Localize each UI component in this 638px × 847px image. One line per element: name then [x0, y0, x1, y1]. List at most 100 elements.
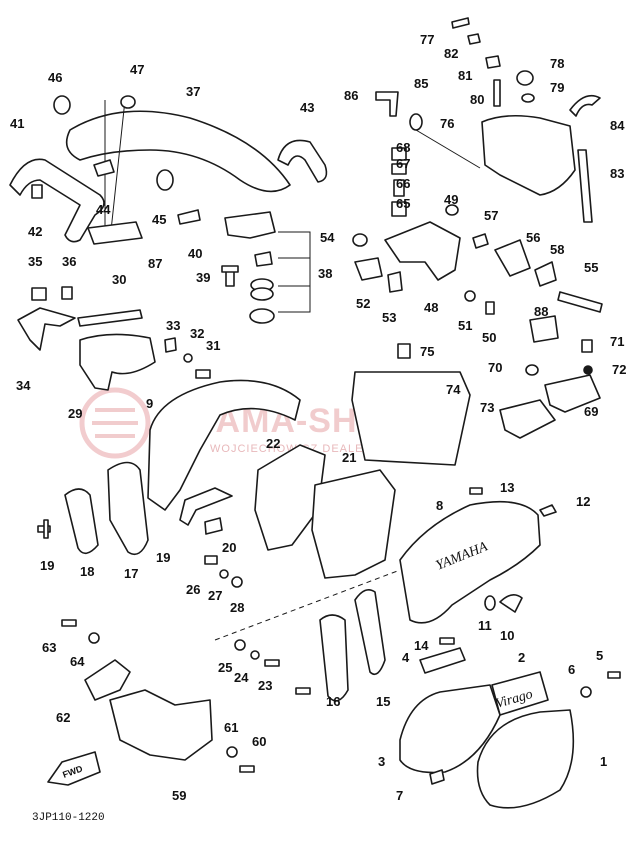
callout-39: 39: [196, 270, 210, 285]
part-71-grommet: [525, 364, 539, 376]
callout-52: 52: [356, 296, 370, 311]
part-24-bolt: [264, 659, 280, 667]
callout-34: 34: [16, 378, 31, 393]
part-6-washer: [580, 686, 592, 698]
callout-26: 26: [186, 582, 200, 597]
part-84-hose: [577, 149, 593, 223]
part-39-damper-set: [224, 211, 311, 324]
part-52-washer: [464, 290, 476, 302]
callout-40: 40: [188, 246, 202, 261]
part-21-spacer: [204, 517, 223, 535]
callout-44: 44: [96, 202, 111, 217]
callout-28: 28: [230, 600, 244, 615]
part-81-bolt: [493, 79, 501, 107]
part-51-bolt: [485, 301, 495, 315]
part-1-side-cover: [476, 709, 575, 809]
callout-64: 64: [70, 654, 85, 669]
callout-12: 12: [576, 494, 590, 509]
part-14-screw: [439, 637, 455, 645]
part-35-bracket: [17, 307, 76, 351]
part-19b-screw: [295, 687, 311, 695]
callout-67: 67: [396, 156, 410, 171]
callout-77: 77: [420, 32, 434, 47]
part-11-grommet: [484, 595, 496, 611]
callout-27: 27: [208, 588, 222, 603]
callout-7: 7: [396, 788, 403, 803]
part-8-tank-cover: [399, 500, 541, 624]
callout-58: 58: [550, 242, 564, 257]
callout-60: 60: [252, 734, 266, 749]
callout-71: 71: [610, 334, 624, 349]
part-62-washer: [226, 746, 238, 758]
callout-75: 75: [420, 344, 434, 359]
part-70-bracket: [544, 374, 601, 413]
part-13-screw: [469, 487, 483, 495]
callout-61: 61: [224, 720, 238, 735]
part-17-plate: [107, 461, 149, 556]
part-63-stay: [84, 659, 131, 701]
callout-24: 24: [234, 670, 249, 685]
callout-66: 66: [396, 176, 410, 191]
callout-50: 50: [482, 330, 496, 345]
callout-82: 82: [444, 46, 458, 61]
callout-59: 59: [172, 788, 186, 803]
part-88-plate: [87, 221, 143, 245]
callout-5: 5: [596, 648, 603, 663]
part-43-clip: [31, 184, 43, 199]
callout-53: 53: [382, 310, 396, 325]
callout-8: 8: [436, 498, 443, 513]
callout-88: 88: [534, 304, 548, 319]
callout-10: 10: [500, 628, 514, 643]
part-15-grille: [354, 589, 386, 676]
callout-14: 14: [414, 638, 429, 653]
part-23-plate: [254, 444, 326, 551]
callout-70: 70: [488, 360, 502, 375]
part-76-bolt: [397, 343, 411, 359]
part-18-plate: [64, 488, 99, 555]
part-38-rear-cover: [65, 99, 291, 241]
part-49-bracket: [384, 221, 461, 281]
part-80-washer: [521, 93, 535, 103]
part-22-plate: [311, 469, 396, 579]
part-83-clip: [467, 33, 481, 45]
part-50-grommet: [445, 204, 459, 216]
callout-37: 37: [186, 84, 200, 99]
drawing-code: 3JP110-1220: [32, 812, 105, 824]
callout-86: 86: [344, 88, 358, 103]
part-67-collar: [393, 179, 405, 197]
part-19-screw: [37, 519, 51, 539]
part-12-clip: [539, 504, 557, 517]
callout-69: 69: [584, 404, 598, 419]
part-16-plate: [319, 614, 349, 702]
part-59-spring: [534, 261, 557, 287]
callout-56: 56: [526, 230, 540, 245]
callout-38: 38: [318, 266, 332, 281]
callout-11: 11: [478, 618, 492, 633]
callout-47: 47: [130, 62, 144, 77]
part-68-collar: [391, 163, 407, 175]
callout-55: 55: [584, 260, 598, 275]
callout-49: 49: [444, 192, 458, 207]
callout-43: 43: [300, 100, 314, 115]
callout-73: 73: [480, 400, 494, 415]
callout-45: 45: [152, 212, 166, 227]
part-32-bolt: [195, 369, 211, 379]
part-30-bracket: [79, 333, 156, 391]
callout-54: 54: [320, 230, 335, 245]
callout-23: 23: [258, 678, 272, 693]
part-79-cap: [516, 70, 534, 86]
part-27-bolt: [204, 555, 218, 565]
part-42-grab-bar: [9, 158, 105, 243]
callout-22: 22: [266, 436, 280, 451]
callout-65: 65: [396, 196, 410, 211]
part-77-reservoir: [481, 114, 576, 196]
callout-35: 35: [28, 254, 42, 269]
callout-72: 72: [612, 362, 626, 377]
part-9-cover: [147, 379, 301, 511]
callout-46: 46: [48, 70, 62, 85]
part-47-cap: [53, 95, 71, 115]
part-37-grommet: [61, 286, 73, 300]
part-82-clip: [485, 55, 501, 69]
